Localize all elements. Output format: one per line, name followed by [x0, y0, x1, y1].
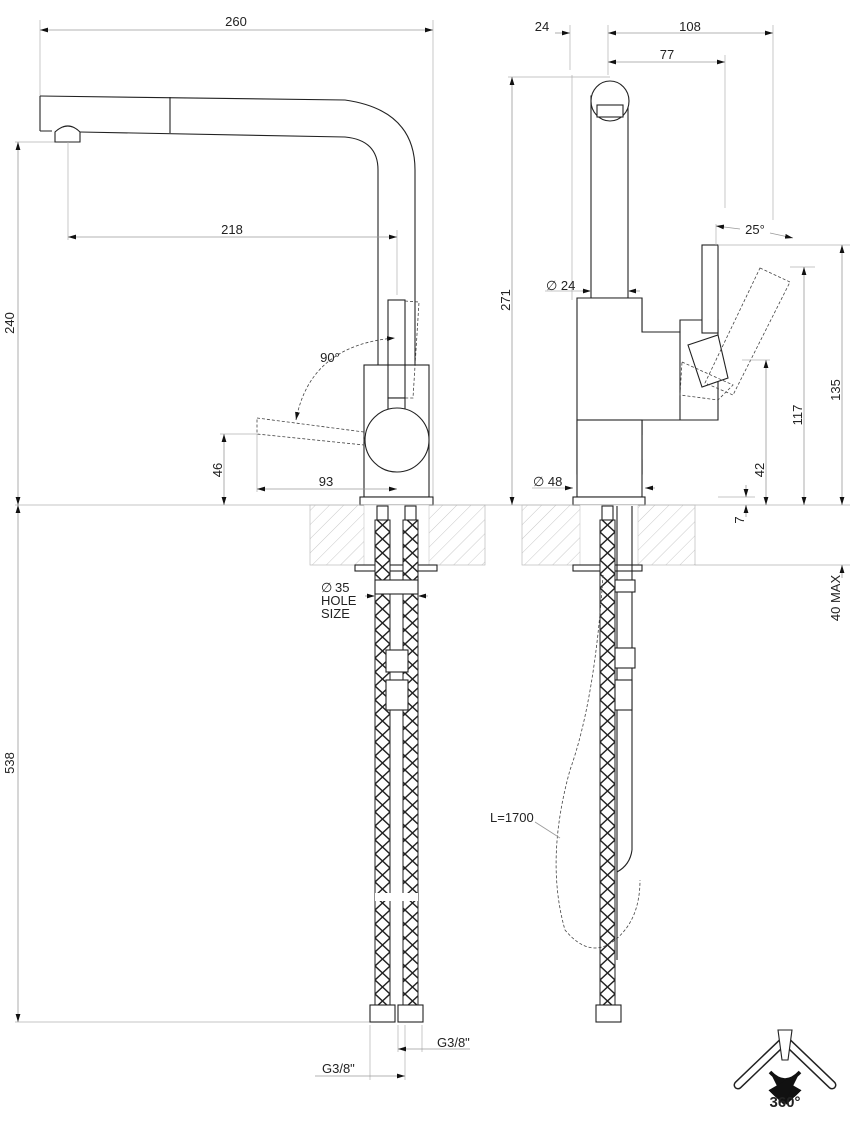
- rotation-360-icon: 360°: [733, 1029, 837, 1111]
- front-view: 24 108 77 271 ∅ 24 25° 135 117 4: [490, 19, 850, 1023]
- connection-left-label: G3/8": [322, 1061, 355, 1076]
- hole-size-symbol: ∅: [321, 580, 332, 595]
- counter-max-label: 40 MAX: [828, 575, 843, 622]
- lever-reach-label: 93: [319, 474, 333, 489]
- lever-top-height-label: 135: [828, 379, 843, 401]
- front-connector: [595, 1004, 622, 1023]
- lever-depth-label: 77: [660, 47, 674, 62]
- connector-left: [369, 1004, 396, 1023]
- front-base-plate: [572, 496, 646, 506]
- cartridge: [687, 334, 729, 388]
- cartridge-housing: [364, 407, 430, 473]
- spout: [39, 95, 416, 365]
- front-height-label: 271: [498, 289, 513, 311]
- base-height-label: 7: [732, 516, 747, 523]
- connection-right-label: G3/8": [437, 1035, 470, 1050]
- dimension-reach-label: 218: [221, 222, 243, 237]
- hole-size-label-2: SIZE: [321, 606, 350, 621]
- shower-hose-length-label: L=1700: [490, 810, 534, 825]
- lever-height-label: 46: [210, 463, 225, 477]
- base-plate: [359, 496, 434, 506]
- front-lever-angle-label: 25°: [745, 222, 765, 237]
- hole-size-label: HOLE: [321, 593, 357, 608]
- lever-open-position: [256, 417, 365, 446]
- side-view: 260 218 240 90° 46 93: [2, 14, 486, 1080]
- offset-label: 24: [535, 19, 549, 34]
- front-lever: [701, 244, 719, 334]
- lever-pivot-height-label: 42: [752, 463, 767, 477]
- lever-tilt-height-label: 117: [790, 405, 805, 426]
- connector-right: [397, 1004, 424, 1023]
- lever-angle-label: 90°: [320, 350, 340, 365]
- dimension-height-label: 240: [2, 312, 17, 334]
- depth-label: 108: [679, 19, 701, 34]
- lever: [387, 299, 406, 399]
- rotation-label: 360°: [769, 1094, 800, 1111]
- fixing-plate: [354, 564, 438, 572]
- hose-length-label: 538: [2, 752, 17, 774]
- front-supply-hose: [599, 519, 616, 1006]
- base-diameter-label: ∅ 48: [533, 474, 562, 489]
- shower-hose-extended: [555, 574, 641, 949]
- spout-column: [590, 95, 629, 299]
- lever-tilted-position: [704, 267, 791, 396]
- aerator: [54, 125, 81, 143]
- dimension-width-label: 260: [225, 14, 247, 29]
- spout-diameter-label: ∅ 24: [546, 278, 575, 293]
- hole-size-value: 35: [335, 580, 349, 595]
